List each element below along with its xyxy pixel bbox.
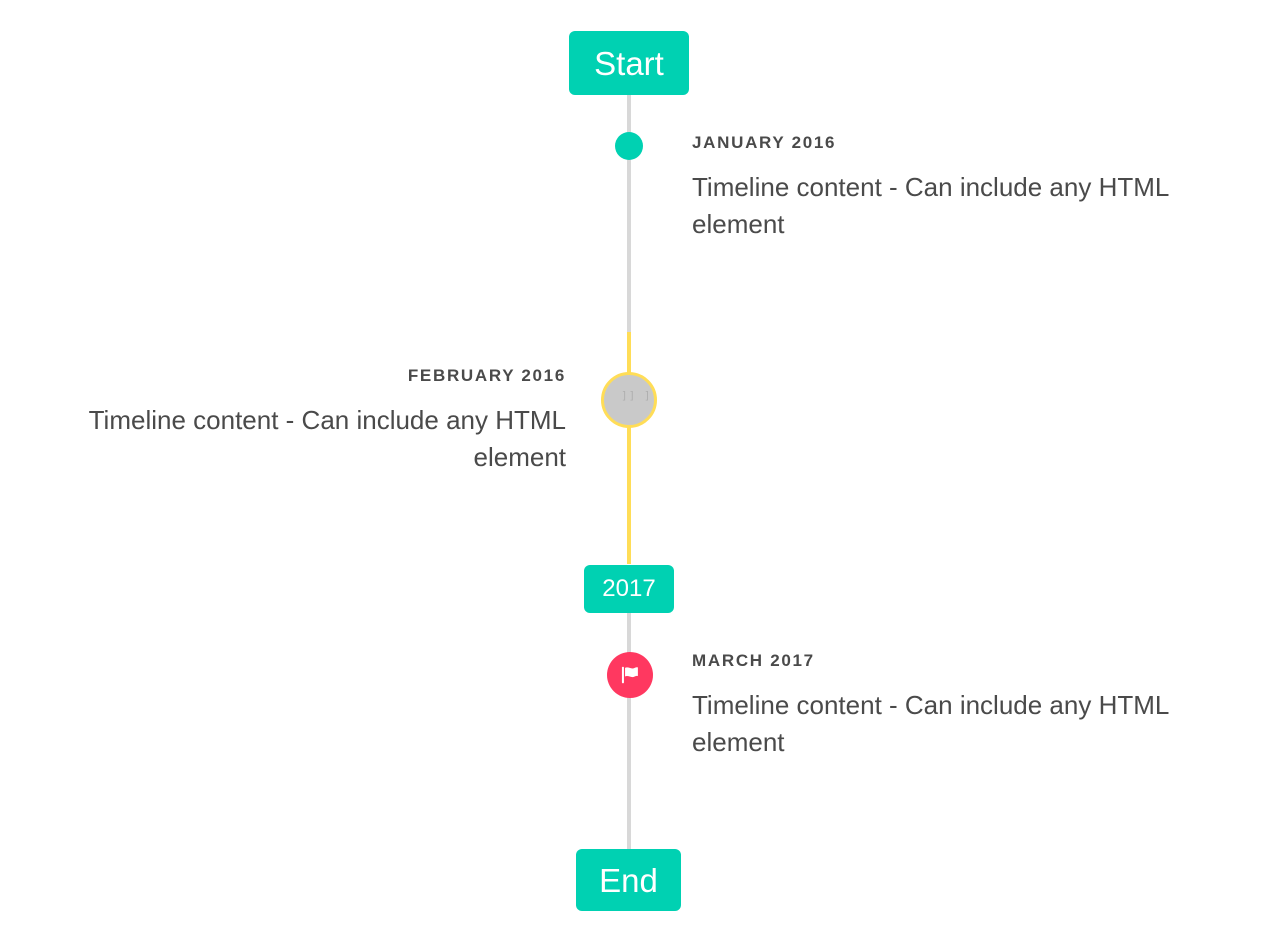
timeline-rail-upper <box>627 95 631 335</box>
timeline-footer-end[interactable]: End <box>576 849 681 911</box>
flag-icon[interactable] <box>607 652 653 698</box>
timeline-heading: MARCH 2017 <box>692 651 815 670</box>
timeline-body: Timeline content - Can include any HTML … <box>692 689 1169 757</box>
timeline-divider-2017[interactable]: 2017 <box>584 565 674 613</box>
dot-icon[interactable] <box>615 132 643 160</box>
timeline-content-march-2017: MARCH 2017 Timeline content - Can includ… <box>692 651 1232 761</box>
timeline-body: Timeline content - Can include any HTML … <box>692 171 1169 239</box>
timeline-heading: FEBRUARY 2016 <box>407 366 566 385</box>
timeline-content-january-2016: JANUARY 2016 Timeline content - Can incl… <box>692 133 1232 243</box>
timeline-content-february-2016: FEBRUARY 2016 Timeline content - Can inc… <box>36 366 566 476</box>
timeline-rail-highlight <box>627 332 631 564</box>
timeline-body: Timeline content - Can include any HTML … <box>88 404 566 472</box>
missing-glyph-box: ]] ] <box>621 389 652 402</box>
missing-glyph-icon[interactable]: ]] ] <box>601 372 657 428</box>
flag-icon-svg <box>621 666 638 684</box>
timeline-rail-lower <box>627 613 631 853</box>
timeline-header-start[interactable]: Start <box>569 31 689 95</box>
timeline-heading: JANUARY 2016 <box>692 133 837 152</box>
